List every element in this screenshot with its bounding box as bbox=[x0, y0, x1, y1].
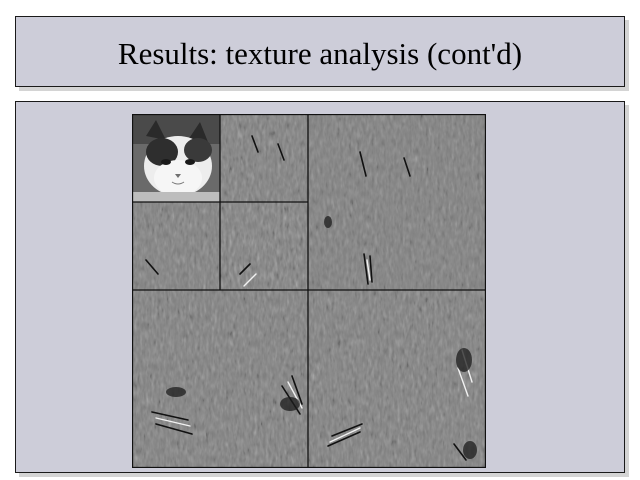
wavelet-pyramid-svg bbox=[132, 114, 486, 468]
lowpass-cat-image bbox=[132, 114, 220, 202]
wavelet-pyramid-figure bbox=[132, 114, 486, 468]
edge-responses bbox=[145, 135, 477, 461]
subband-dividers bbox=[132, 114, 486, 468]
subband-textures bbox=[132, 114, 486, 468]
title-panel: Results: texture analysis (cont'd) bbox=[15, 16, 625, 87]
content-panel bbox=[15, 101, 625, 473]
slide-title: Results: texture analysis (cont'd) bbox=[117, 36, 523, 71]
